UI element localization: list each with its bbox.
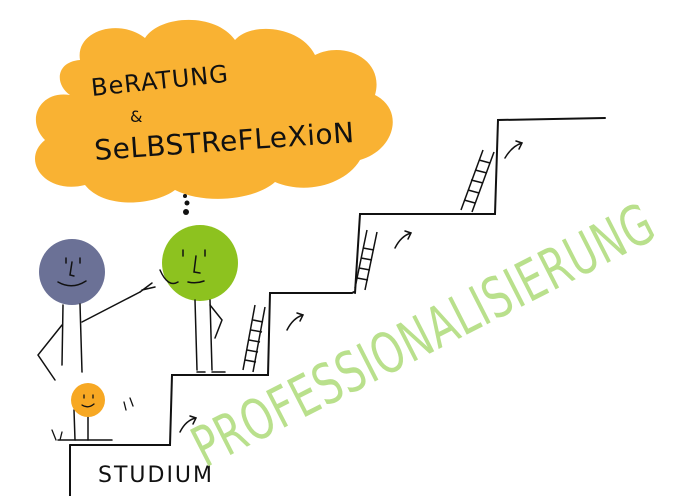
- green-figure-head: [162, 225, 238, 301]
- bubble-ampersand: &: [130, 107, 142, 126]
- orange-figure: [51, 383, 134, 441]
- step-arrows: [179, 140, 524, 433]
- orange-figure-head: [71, 383, 105, 417]
- ladder-3: [460, 149, 495, 213]
- green-figure: [159, 225, 238, 373]
- professionalisierung-text: PROFESSIONALISIERUNG: [182, 191, 666, 480]
- thought-dots: [183, 194, 190, 215]
- blue-figure-head: [39, 239, 105, 305]
- ladder-1: [242, 304, 266, 373]
- studium-label: STUDIUM: [98, 463, 214, 488]
- thought-cloud: BeRATUNG & SeLBSTReFLeXioN: [34, 19, 393, 203]
- ladder-2: [354, 229, 378, 291]
- staircase: [69, 117, 606, 496]
